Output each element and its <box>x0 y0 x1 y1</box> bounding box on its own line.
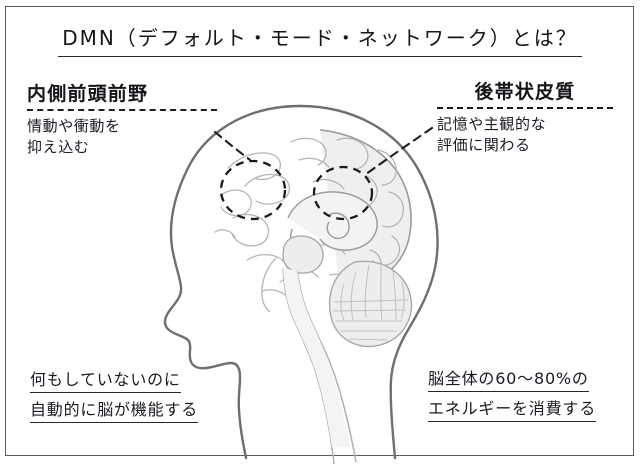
note-automatic-brain-activity: 何もしていないのに 自動的に脳が機能する <box>30 370 199 430</box>
note-right-line1: 脳全体の60〜80%の <box>428 369 589 392</box>
figure-title: DMN（デフォルト・モード・ネットワーク）とは？ <box>0 22 640 57</box>
callout-right-body-line2: 評価に関わる <box>437 136 531 155</box>
note-energy-consumption: 脳全体の60〜80%の エネルギーを消費する <box>428 369 597 429</box>
callout-medial-prefrontal-cortex: 内側前頭前野 情動や衝動を 抑え込む <box>27 83 217 158</box>
note-left-line2: 自動的に脳が機能する <box>30 400 199 423</box>
callout-left-heading: 内側前頭前野 <box>27 83 149 105</box>
callout-right-dashed-rule <box>437 106 613 109</box>
callout-left-dashed-rule <box>27 108 217 111</box>
callout-right-heading: 後帯状皮質 <box>474 81 576 103</box>
callout-right-body-line1: 記憶や主観的な <box>437 114 547 133</box>
callout-posterior-cingulate-cortex: 後帯状皮質 記憶や主観的な 評価に関わる <box>437 81 613 156</box>
note-right-line2: エネルギーを消費する <box>428 399 597 422</box>
callout-left-body-line2: 抑え込む <box>27 138 90 157</box>
note-left-line1: 何もしていないのに <box>30 370 181 393</box>
callout-left-body-line1: 情動や衝動を <box>27 116 121 135</box>
figure-title-text: DMN（デフォルト・モード・ネットワーク）とは？ <box>58 22 582 57</box>
